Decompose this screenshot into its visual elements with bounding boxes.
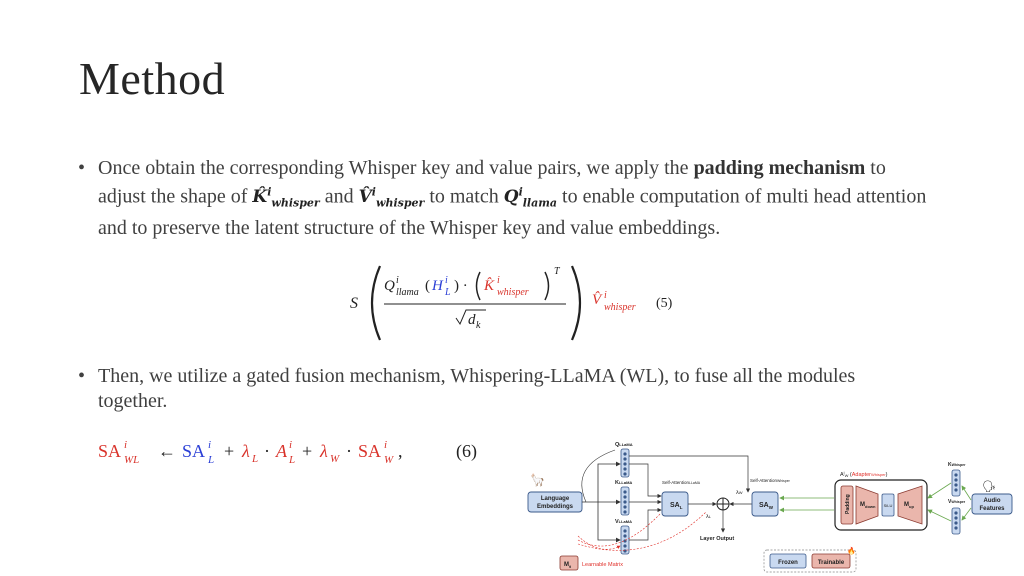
svg-text:Frozen: Frozen [778,560,798,566]
svg-text:Learnable Matrix: Learnable Matrix [582,562,623,568]
language-embeddings-box: Language Embeddings [527,491,583,513]
q-llama-stack: QLLaMA [615,442,633,478]
svg-text:T: T [554,266,561,277]
svg-text:(: ( [425,278,430,294]
audio-features-box: Audio Features [971,493,1013,515]
svg-text:Mdown: Mdown [860,502,876,509]
q-llama: Qillama [503,185,558,210]
bullet-2-text: Then, we utilize a gated fusion mechanis… [98,365,856,412]
svg-text:Language: Language [541,496,570,502]
sa-w-box [751,491,779,517]
bullet-2: • Then, we utilize a gated fusion mechan… [78,364,928,413]
svg-text:Mθ: Mθ [564,562,571,569]
svg-text:i: i [384,439,387,451]
svg-text:H: H [431,278,444,294]
svg-text:SA: SA [358,441,381,461]
equation-5: S Q i llama ( H i L ) · K̂ i whisper T d… [350,265,673,341]
svg-text:λW: λW [736,490,743,496]
svg-text:whisper: whisper [604,302,636,313]
v-whisper-stack: VWhisper [948,499,966,535]
svg-text:Padding: Padding [845,494,851,514]
svg-text:VLLaMA: VLLaMA [615,519,632,525]
svg-text:W: W [330,453,340,465]
equation-6: SA i WL ← SA i L + λ L · A i L + λ W · S… [98,439,477,466]
svg-text:) ·: ) · [454,278,468,294]
svg-text:k: k [476,320,481,331]
svg-text:🦙: 🦙 [530,473,545,487]
svg-text:Audio: Audio [984,498,1001,504]
svg-text:Trainable: Trainable [818,560,845,566]
svg-text:Embeddings: Embeddings [537,504,574,510]
svg-text:i: i [497,275,500,286]
llama-icon: 🦙 [530,473,545,487]
svg-text:λ: λ [241,441,250,461]
svg-text:SAL: SAL [670,502,683,510]
svg-text:·: · [346,441,352,461]
svg-text:i: i [396,275,399,286]
svg-text:L: L [207,454,214,466]
svg-text:λ: λ [319,441,328,461]
svg-text:V̂: V̂ [592,292,603,308]
bold-phrase: padding mechanism [693,157,866,179]
bullet-dot: • [78,157,86,179]
svg-text:d: d [468,312,476,328]
svg-text:SAW: SAW [759,502,774,510]
svg-text:VWhisper: VWhisper [948,499,966,505]
svg-text:λL: λL [706,514,712,520]
svg-text:Layer Output: Layer Output [700,536,734,542]
svg-text:WL: WL [124,454,139,466]
svg-text:llama: llama [396,287,419,298]
svg-text:i: i [289,439,292,451]
svg-text:L: L [288,454,295,466]
svg-text:L: L [444,287,451,298]
svg-text:·: · [264,441,270,461]
bullet-1: • Once obtain the corresponding Whisper … [78,156,928,241]
slide-title: Method [79,53,226,104]
svg-text:KWhisper: KWhisper [948,462,966,468]
k-hat-whisper: K̂iwhisper [252,185,320,210]
svg-text:←: ← [158,441,176,461]
svg-text:SiLU: SiLU [884,503,893,508]
svg-text:i: i [445,275,448,286]
v-llama-stack: VLLaMA [615,519,632,555]
svg-text:Q: Q [384,278,395,294]
eq5-number: (5) [656,296,673,311]
flame-icon: 🔥 [847,546,856,555]
legend: Frozen Trainable 🔥 [763,546,857,573]
svg-text:QLLaMA: QLLaMA [615,442,633,448]
k-llama-stack: KLLaMA [615,480,632,516]
svg-text:,: , [398,441,403,461]
svg-text:K̂: K̂ [483,278,495,294]
svg-text:Mup: Mup [904,502,914,509]
svg-text:+: + [302,441,312,461]
k-whisper-stack: KWhisper [948,462,966,497]
svg-text:i: i [208,439,211,451]
m-theta-box: Mθ [559,555,579,571]
svg-text:+: + [224,441,234,461]
svg-text:Self-AttentionLLaMA: Self-AttentionLLaMA [662,480,701,485]
svg-text:SA: SA [98,441,121,461]
svg-text:KLLaMA: KLLaMA [615,480,632,486]
architecture-diagram: QLLaMA KLLaMA VLLaMA 🦙 Language Embeddin… [527,442,1013,573]
svg-text:i: i [124,439,127,451]
svg-text:Features: Features [979,506,1005,512]
svg-text:AiW (AdapterWhisper): AiW (AdapterWhisper) [840,470,888,478]
svg-text:Self-AttentionWhisper: Self-AttentionWhisper [750,478,791,483]
bullet-dot: • [78,365,86,387]
svg-text:A: A [275,441,288,461]
bullet-1-text: Once obtain the corresponding Whisper ke… [98,157,927,240]
svg-text:🗣: 🗣 [982,480,996,493]
eq6-number: (6) [456,441,477,462]
svg-text:SA: SA [182,441,205,461]
adapter-block: AiW (AdapterWhisper) Padding Mdown SiLU … [834,470,928,531]
svg-text:S: S [350,295,358,312]
v-hat-whisper: V̂iwhisper [358,185,425,210]
svg-text:L: L [251,453,258,465]
speaker-icon: 🗣 [982,480,996,493]
svg-text:i: i [604,290,607,301]
svg-text:W: W [384,454,394,466]
svg-text:whisper: whisper [497,287,529,298]
